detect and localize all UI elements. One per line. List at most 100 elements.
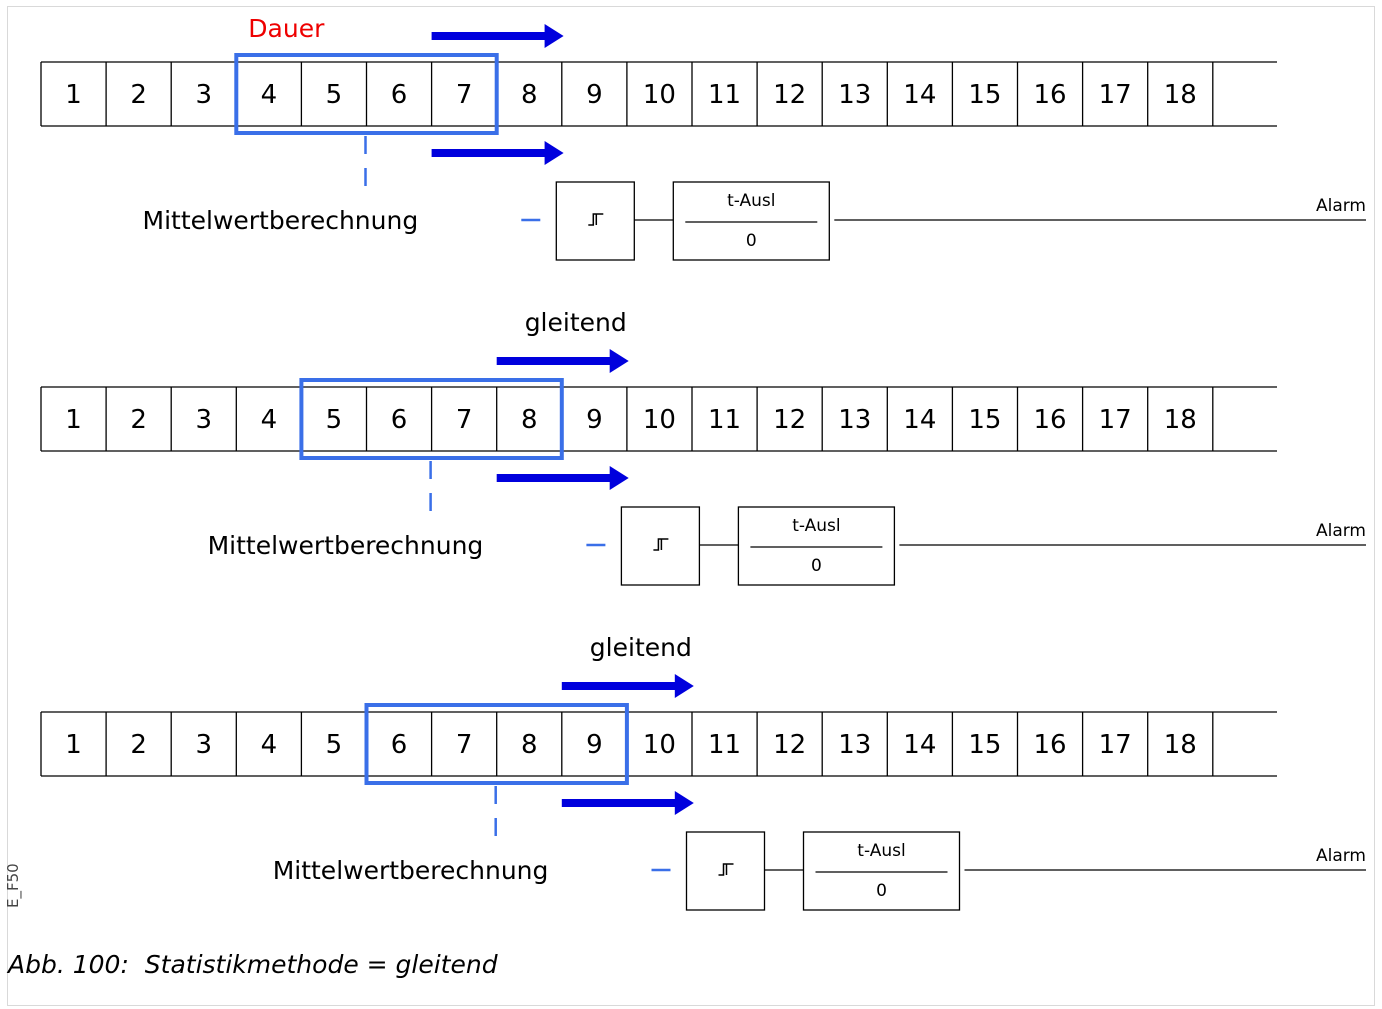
panel-top-label: Dauer (248, 14, 325, 43)
calc-label: Mittelwertberechnung (273, 856, 549, 885)
cell-label-5: 5 (326, 80, 343, 110)
cell-label-10: 10 (643, 730, 676, 760)
step-icon (653, 538, 669, 551)
cell-label-16: 16 (1034, 405, 1067, 435)
timer-block: t-Ausl 0 (672, 181, 830, 261)
cell-label-4: 4 (261, 405, 278, 435)
cell-label-17: 17 (1099, 80, 1132, 110)
timer-label: t-Ausl (857, 841, 905, 861)
arrow-shaft (561, 799, 676, 807)
alarm-label: Alarm (1316, 521, 1366, 541)
timer-label: t-Ausl (792, 516, 840, 536)
cell-label-6: 6 (391, 730, 408, 760)
arrow-shaft (496, 474, 611, 482)
alarm-label: Alarm (1316, 196, 1366, 216)
step-icon (718, 863, 734, 876)
timer-box (802, 831, 961, 911)
cell-label-3: 3 (195, 405, 212, 435)
cell-label-4: 4 (261, 730, 278, 760)
calc-label: Mittelwertberechnung (143, 206, 419, 235)
cell-label-15: 15 (968, 405, 1001, 435)
shift-arrow-top (431, 24, 564, 48)
threshold-block (555, 181, 635, 261)
cell-label-10: 10 (643, 80, 676, 110)
cell-label-1: 1 (65, 80, 82, 110)
cell-label-11: 11 (708, 405, 741, 435)
cell-label-18: 18 (1164, 405, 1197, 435)
averaging-window (364, 703, 629, 785)
timer-value: 0 (746, 231, 757, 251)
cell-label-8: 8 (521, 80, 538, 110)
timer-block: t-Ausl 0 (802, 831, 961, 911)
cell-label-16: 16 (1034, 80, 1067, 110)
arrow-head (609, 349, 629, 373)
cell-label-11: 11 (708, 80, 741, 110)
shift-arrow-top (561, 674, 694, 698)
alarm-label: Alarm (1316, 846, 1366, 866)
cell-label-13: 13 (838, 80, 871, 110)
calc-label: Mittelwertberechnung (208, 531, 484, 560)
cell-label-11: 11 (708, 730, 741, 760)
threshold-block (620, 506, 701, 586)
cell-label-6: 6 (391, 405, 408, 435)
figure-caption: Abb. 100: Statistikmethode = gleitend (8, 950, 498, 979)
averaging-window (299, 378, 564, 460)
averaging-window (234, 53, 499, 135)
threshold-block (685, 831, 766, 911)
cell-label-13: 13 (838, 405, 871, 435)
step-icon (588, 213, 604, 226)
cell-label-1: 1 (65, 405, 82, 435)
shift-arrow-bottom (561, 791, 694, 815)
cell-label-3: 3 (195, 730, 212, 760)
shift-arrow-bottom (496, 466, 629, 490)
cell-label-1: 1 (65, 730, 82, 760)
cell-label-18: 18 (1164, 80, 1197, 110)
cell-label-12: 12 (773, 730, 806, 760)
arrow-shaft (431, 32, 546, 40)
cell-label-15: 15 (968, 80, 1001, 110)
cell-label-8: 8 (521, 405, 538, 435)
figure-id-label: E_F50 (4, 863, 22, 908)
cell-label-15: 15 (968, 730, 1001, 760)
cell-label-9: 9 (586, 405, 603, 435)
cell-label-9: 9 (586, 80, 603, 110)
timer-label: t-Ausl (727, 191, 775, 211)
threshold-box (620, 506, 701, 586)
cell-label-5: 5 (326, 730, 343, 760)
arrow-shaft (431, 149, 546, 157)
timer-value: 0 (876, 881, 887, 901)
cell-label-5: 5 (326, 405, 343, 435)
cell-label-8: 8 (521, 730, 538, 760)
cell-label-18: 18 (1164, 730, 1197, 760)
timer-box (737, 506, 896, 586)
arrow-head (609, 466, 629, 490)
cell-label-10: 10 (643, 405, 676, 435)
cell-label-9: 9 (586, 730, 603, 760)
arrow-shaft (561, 682, 676, 690)
threshold-box (555, 181, 635, 261)
cell-label-7: 7 (456, 730, 473, 760)
panel-top-label: gleitend (525, 308, 627, 337)
cell-label-13: 13 (838, 730, 871, 760)
arrow-head (674, 674, 694, 698)
timer-box (672, 181, 830, 261)
arrow-head (674, 791, 694, 815)
timer-value: 0 (811, 556, 822, 576)
timer-block: t-Ausl 0 (737, 506, 896, 586)
cell-label-7: 7 (456, 405, 473, 435)
shift-arrow-bottom (431, 141, 564, 165)
arrow-shaft (496, 357, 611, 365)
cell-label-14: 14 (903, 730, 936, 760)
shift-arrow-top (496, 349, 629, 373)
cell-label-17: 17 (1099, 730, 1132, 760)
arrow-head (544, 141, 564, 165)
arrow-head (544, 24, 564, 48)
cell-label-2: 2 (130, 730, 147, 760)
figure-frame (7, 6, 1375, 1006)
cell-label-12: 12 (773, 405, 806, 435)
cell-label-12: 12 (773, 80, 806, 110)
